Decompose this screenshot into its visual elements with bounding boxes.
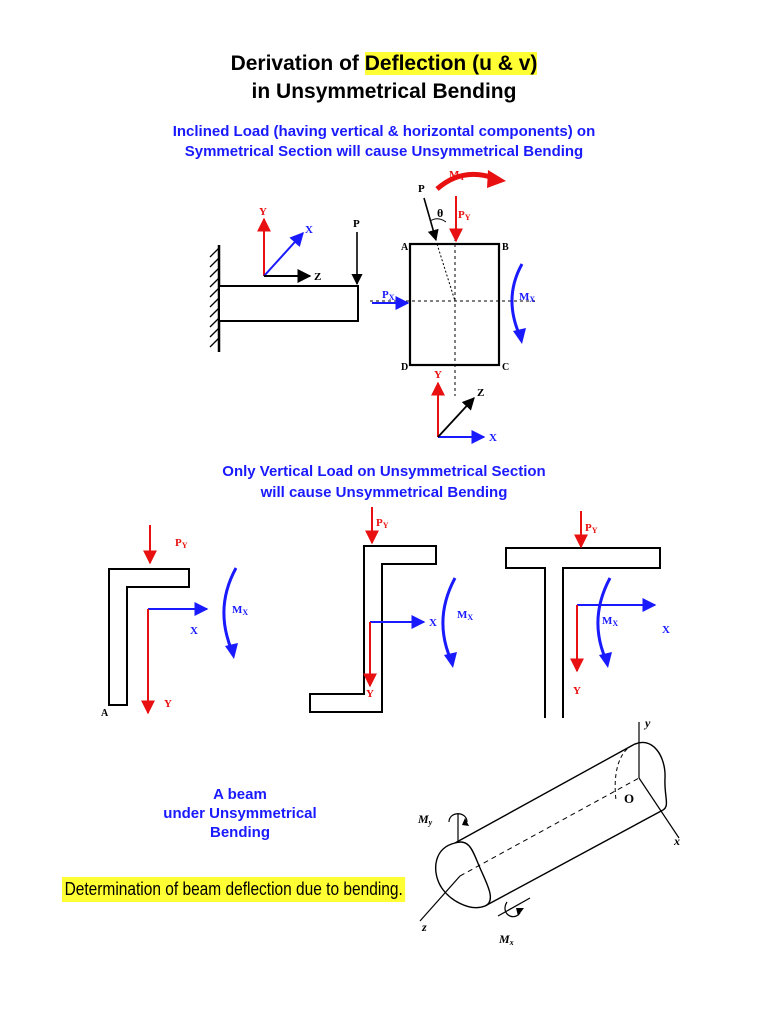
angle-corner-label: A: [101, 708, 109, 719]
cantilever-load-label: P: [353, 218, 360, 230]
corner-a-label: A: [401, 242, 409, 253]
deflection-note: Determination of beam deflection due to …: [62, 877, 406, 902]
fixed-support: [209, 245, 221, 352]
t-section-outline: [505, 547, 661, 718]
my-moment-head: [487, 170, 506, 188]
py-label: PY: [458, 209, 471, 222]
section-z-axis: [437, 397, 475, 438]
beam-caption-line3: Bending: [210, 824, 270, 841]
rect-cross-section: P θ PY MY PX MX A B C D Y X Z: [370, 169, 536, 444]
section-x-label: X: [489, 432, 497, 444]
beam-top-edge: [454, 744, 634, 844]
t-mx-arrow: [596, 577, 612, 661]
z-mx-arrow: [441, 577, 457, 661]
z-y-label: Y: [366, 688, 374, 700]
title-prefix: Derivation of: [230, 52, 365, 75]
angle-mx-arrow: [222, 567, 238, 652]
section-z-label: Z: [477, 387, 484, 399]
my-rotation-head: [462, 818, 469, 826]
cantilever-x-axis: [263, 231, 304, 277]
mx-moment-head: [513, 328, 526, 344]
section2-caption-line2: will cause Unsymmetrical Bending: [260, 484, 508, 501]
angle-mx-label: MX: [232, 604, 248, 617]
corner-c-label: C: [502, 362, 509, 373]
z-mx-head: [444, 652, 457, 668]
beam-bottom-edge: [484, 809, 664, 907]
mx-label: MX: [519, 291, 535, 304]
title-highlight: Deflection (u & v): [364, 52, 538, 75]
inclined-load-arrow: [423, 197, 439, 242]
angle-arc: [429, 218, 447, 223]
section1-caption-line2: Symmetrical Section will cause Unsymmetr…: [184, 143, 584, 160]
beam-z-label: z: [421, 920, 427, 934]
beam-origin-label: O: [624, 791, 634, 806]
corner-b-label: B: [502, 242, 509, 253]
angle-mx-head: [225, 643, 238, 659]
z-py-label: PY: [376, 517, 389, 530]
load-line-of-action: [436, 243, 456, 302]
cantilever-y-label: Y: [259, 206, 267, 218]
section1-caption-line1: Inclined Load (having vertical & horizon…: [172, 123, 596, 140]
z-section-diagram: PY X Y MX: [309, 507, 473, 713]
z-mx-label: MX: [457, 609, 473, 622]
corner-d-label: D: [401, 362, 408, 373]
t-mx-label: MX: [602, 615, 618, 628]
angle-py-label: PY: [175, 537, 188, 550]
inclined-load-label: P: [418, 183, 425, 195]
page-title-line2: in Unsymmetrical Bending: [251, 80, 517, 103]
mx-moment-arrow: [510, 263, 524, 337]
px-label: PX: [382, 289, 395, 302]
prismatic-beam-diagram: z y x O My Mx: [417, 716, 680, 947]
beam-far-end: [632, 741, 668, 811]
t-y-label: Y: [573, 685, 581, 697]
t-mx-head: [599, 652, 612, 668]
my-label: MY: [449, 169, 465, 182]
beam-x-axis: [638, 777, 680, 839]
theta-label: θ: [437, 206, 443, 220]
section-y-label: Y: [434, 369, 442, 381]
beam-caption-line2: under Unsymmetrical: [163, 805, 317, 822]
cantilever-z-label: Z: [314, 271, 321, 283]
angle-section-outline: [108, 568, 190, 706]
beam-mx-label: Mx: [498, 932, 514, 947]
cantilever-beam: [218, 285, 359, 322]
section2-caption-line1: Only Vertical Load on Unsymmetrical Sect…: [222, 463, 546, 480]
angle-section-diagram: PY X Y MX A: [101, 525, 248, 719]
cantilever-x-label: X: [305, 224, 313, 236]
page-title-line1: Derivation of Deflection (u & v): [0, 52, 768, 76]
beam-x-label: x: [673, 834, 680, 848]
t-section-diagram: PY X Y MX: [505, 511, 670, 718]
my-moment-arrow: [435, 171, 495, 191]
beam-y-label: y: [643, 716, 651, 730]
beam-caption-line1: A beam: [213, 786, 267, 803]
z-section-outline: [309, 545, 437, 713]
angle-y-label: Y: [164, 698, 172, 710]
my-rotation-arrow: [448, 813, 468, 823]
mx-rotation-head: [516, 908, 524, 916]
beam-my-label: My: [417, 812, 433, 827]
t-py-label: PY: [585, 522, 598, 535]
z-x-label: X: [429, 617, 437, 629]
beam-z-axis: [419, 875, 461, 922]
t-x-label: X: [662, 624, 670, 636]
mx-axis-line: [497, 897, 531, 917]
beam-centroidal-axis: [459, 777, 640, 877]
cantilever-diagram: Y X Z P: [209, 206, 363, 352]
angle-x-label: X: [190, 625, 198, 637]
